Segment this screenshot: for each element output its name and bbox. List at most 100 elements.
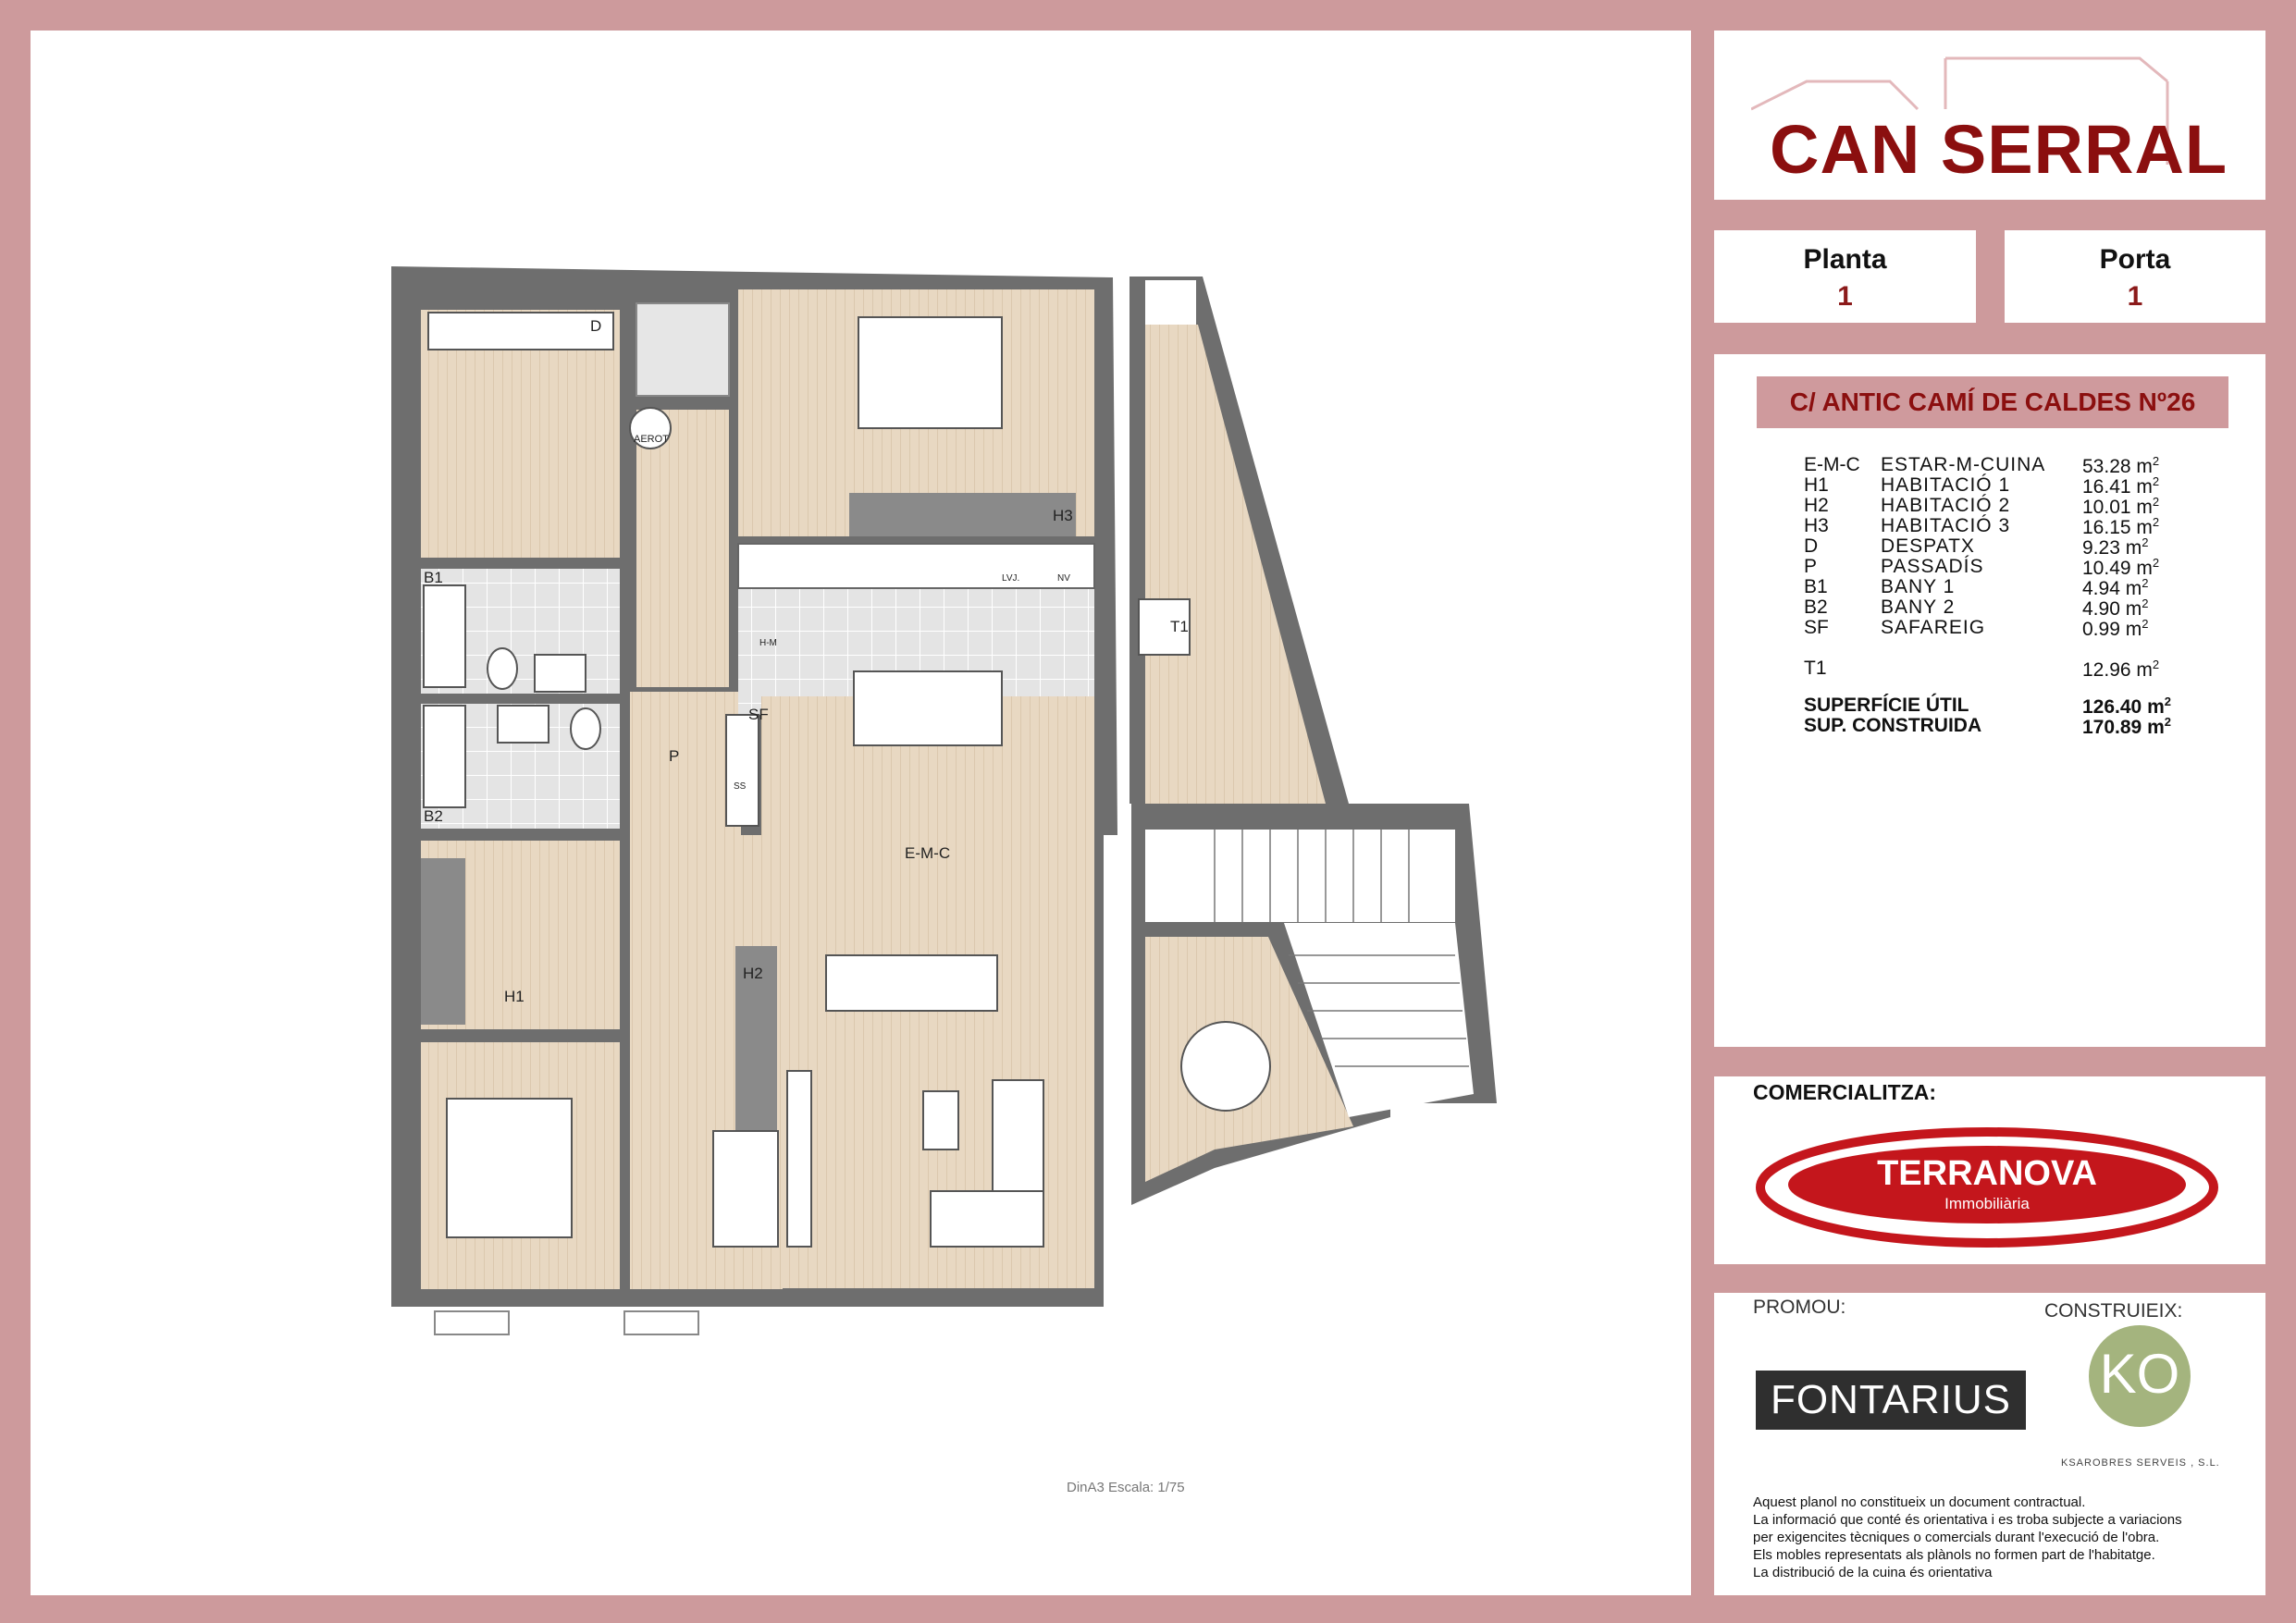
label-b2: B2 — [424, 807, 443, 825]
terranova-logo: TERRANOVA Immobiliària — [1756, 1127, 2218, 1248]
tv-unit — [786, 1070, 812, 1248]
dining-table — [1180, 1021, 1271, 1112]
wardrobe-h1 — [421, 858, 465, 1025]
room-emc-left — [630, 835, 764, 928]
sofa-chaise — [930, 1190, 1044, 1248]
room-row-name: DESPATX — [1881, 535, 1975, 557]
room-row-name: HABITACIÓ 3 — [1881, 515, 2011, 536]
balcony-h2 — [623, 1310, 699, 1335]
ko-logo: KO — [2089, 1325, 2191, 1427]
room-row-area: 16.15 m2 — [2082, 515, 2159, 539]
total-area: 170.89 m2 — [2082, 715, 2171, 739]
commercialitza-panel: COMERCIALITZA: TERRANOVA Immobiliària — [1714, 1076, 2265, 1264]
room-row-code: B2 — [1804, 596, 1828, 618]
room-row-area-value: 4.94 m — [2082, 578, 2142, 599]
porta-label: Porta — [2099, 244, 2171, 275]
sideboard — [825, 954, 998, 1012]
project-title: CAN SERRAL — [1770, 111, 2228, 188]
room-row-area-value: 9.23 m — [2082, 537, 2142, 559]
room-row-name: BANY 2 — [1881, 596, 1956, 618]
passadis-top — [636, 410, 729, 687]
label-p: P — [669, 747, 679, 765]
total-area: 126.40 m2 — [2082, 695, 2171, 719]
label-nv: NV — [1057, 573, 1070, 584]
planta-label: Planta — [1803, 244, 1887, 275]
room-row-name: SAFAREIG — [1881, 617, 1986, 638]
room-row-code: B1 — [1804, 576, 1828, 597]
total-area-value: 170.89 m — [2082, 717, 2165, 738]
label-hm: H-M — [759, 638, 777, 648]
disclaimer-line: Els mobles representats als plànols no f… — [1753, 1547, 2155, 1563]
room-row-area: 0.99 m2 — [2082, 617, 2148, 641]
promou-label: PROMOU: — [1753, 1297, 1846, 1318]
total-label: SUP. CONSTRUIDA — [1804, 715, 1982, 736]
area-unit-exponent: 2 — [2152, 515, 2160, 529]
room-row-area: 9.23 m2 — [2082, 535, 2148, 559]
label-h3: H3 — [1053, 507, 1073, 524]
room-row-area-value: 4.90 m — [2082, 598, 2142, 620]
area-unit-exponent: 2 — [2152, 556, 2160, 570]
label-d: D — [590, 317, 601, 335]
desk — [427, 312, 614, 350]
disclaimer-line: La informació que conté és orientativa i… — [1753, 1512, 2182, 1528]
disclaimer-line: Aquest planol no constitueix un document… — [1753, 1494, 2086, 1510]
room-row-code: SF — [1804, 617, 1829, 638]
room-despatx — [421, 310, 620, 558]
scale-note: DinA3 Escala: 1/75 — [1067, 1480, 1185, 1495]
wardrobe-h3 — [849, 493, 1076, 536]
label-t1: T1 — [1170, 618, 1189, 635]
total-label: SUPERFÍCIE ÚTIL — [1804, 695, 1969, 716]
area-unit-exponent: 2 — [2152, 454, 2160, 468]
terrace-row-area-value: 12.96 m — [2082, 659, 2153, 681]
safareig-box — [725, 714, 759, 827]
label-b1: B1 — [424, 569, 443, 586]
room-row-area: 10.01 m2 — [2082, 495, 2159, 519]
room-row-name: ESTAR-M-CUINA — [1881, 454, 2046, 475]
toilet-b1 — [487, 647, 518, 690]
area-unit-exponent: 2 — [2152, 658, 2160, 671]
room-row-code: D — [1804, 535, 1819, 557]
terranova-logo-sub: Immobiliària — [1944, 1195, 2030, 1212]
promotion-panel: PROMOU: CONSTRUIEIX: FONTARIUS KO KSAROB… — [1714, 1293, 2265, 1595]
label-ss: SS — [734, 781, 747, 792]
bathtub-b1 — [423, 584, 466, 688]
floor-plan: D H3 B1 B2 SF P E-M-C H1 H2 T1 AEROT LVJ… — [391, 266, 1497, 1495]
room-row-area: 16.41 m2 — [2082, 474, 2159, 498]
bed-h1 — [446, 1098, 573, 1238]
address: C/ ANTIC CAMÍ DE CALDES Nº26 — [1757, 376, 2228, 428]
sink-b2 — [497, 705, 549, 744]
room-row-area-value: 16.15 m — [2082, 517, 2153, 538]
total-area-value: 126.40 m — [2082, 696, 2165, 718]
porta-value: 1 — [2127, 281, 2143, 312]
roof-outline-icon — [1751, 56, 2169, 165]
shower-box — [636, 302, 730, 397]
bed-h3 — [858, 316, 1003, 429]
fontarius-logo: FONTARIUS — [1756, 1371, 2026, 1430]
stair-steps — [1214, 830, 1469, 1067]
kitchen-counter — [737, 543, 1095, 589]
area-unit-exponent: 2 — [2142, 617, 2149, 631]
room-row-name: BANY 1 — [1881, 576, 1956, 597]
room-row-area-value: 53.28 m — [2082, 456, 2153, 477]
area-unit-exponent: 2 — [2142, 576, 2149, 590]
balcony-h1 — [434, 1310, 510, 1335]
room-row-area-value: 10.49 m — [2082, 558, 2153, 579]
bed-h2 — [712, 1130, 779, 1248]
porta-panel: Porta 1 — [2005, 230, 2265, 323]
floor-plan-panel: D H3 B1 B2 SF P E-M-C H1 H2 T1 AEROT LVJ… — [31, 31, 1691, 1595]
area-unit-exponent: 2 — [2152, 495, 2160, 509]
room-row-code: H2 — [1804, 495, 1829, 516]
partition-h1 — [421, 1029, 620, 1042]
label-lvj: LVJ. — [1002, 573, 1019, 584]
room-row-name: PASSADÍS — [1881, 556, 1984, 577]
room-row-code: H1 — [1804, 474, 1829, 496]
area-unit-exponent: 2 — [2152, 474, 2160, 488]
stairs — [1145, 830, 1455, 922]
room-row-area: 10.49 m2 — [2082, 556, 2159, 580]
construieix-label: CONSTRUIEIX: — [2044, 1300, 2183, 1322]
aerotermia-unit — [629, 407, 672, 449]
area-unit-exponent: 2 — [2164, 715, 2171, 729]
title-panel: CAN SERRAL — [1714, 31, 2265, 200]
planta-panel: Planta 1 — [1714, 230, 1976, 323]
